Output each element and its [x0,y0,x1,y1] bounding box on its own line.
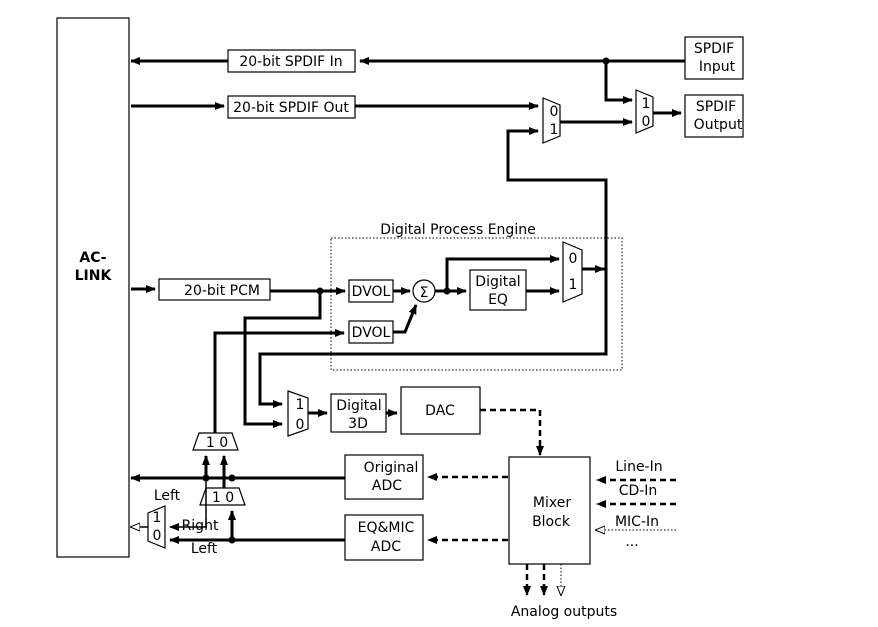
line-in-label: Line-In [615,459,662,475]
digital-process-engine-region [330,237,623,371]
original-adc-label-2: ADC [372,478,402,494]
mic-in-label: MIC-In [615,514,659,530]
spdif-mux-label-1: 1 [550,122,559,138]
analog-outputs-label: Analog outputs [511,604,617,620]
engine-output-mux [562,241,583,303]
digital-3d-label-1: Digital [336,398,381,414]
more-inputs-label: ... [625,534,638,550]
digital-3d-box [330,393,387,433]
cd-in-label: CD-In [619,483,658,499]
ac-link-label-2: LINK [75,268,113,284]
dvol-2-label: DVOL [352,325,391,341]
spdif-input-label-1: SPDIF [694,41,734,57]
spdif-output-label-2: Output [694,117,743,133]
lower-lr-mux [199,487,246,506]
eqmic-adc-box [344,514,424,561]
dac-box [400,386,481,435]
lower-lr-mux-label: 1 0 [212,490,234,506]
engine-mux-label-0: 0 [569,251,578,267]
dac-to-mixer-wire [480,408,544,456]
pcm-to-dac-mux-wire [243,291,322,428]
original-adc-box [344,454,424,500]
engine-to-spdif-mux-wire [506,127,608,271]
output-mux-label-1: 1 [642,96,651,112]
right-label: Right [182,518,219,534]
mixer-label-1: Mixer [533,495,571,511]
spdif-input-label-2: Input [699,59,736,75]
spdif-in-box [227,49,356,73]
spdif-mux-label-0: 0 [550,104,559,120]
spdif-input-box [684,36,744,80]
dvol-1-label: DVOL [352,284,391,300]
engine-title: Digital Process Engine [380,222,535,238]
left-label-bottom: Left [191,541,218,557]
output-mux-label-0: 0 [642,114,651,130]
left-label-top: Left [154,488,181,504]
lr-mux-label-0: 0 [153,528,162,544]
spdif-output-mux [635,89,654,134]
digital-eq-box [469,269,527,311]
spdif-output-label-1: SPDIF [696,99,736,115]
engine-mux-label-1: 1 [569,277,578,293]
spdif-bypass-wire [604,61,633,104]
mixer-label-2: Block [532,514,571,530]
dac-select-mux [287,390,309,437]
engine-to-dac-mux-wire [258,269,608,408]
eqmic-adc-label-1: EQ&MIC [358,520,415,536]
original-adc-label-1: Original [364,460,419,476]
eq-bypass-wire [445,255,560,291]
eqmic-adc-label-2: ADC [371,539,401,555]
spdif-in-label: 20-bit SPDIF In [239,54,342,70]
spdif-output-box [684,94,744,138]
digital-3d-label-2: 3D [348,416,368,432]
upper-lr-mux [192,432,239,451]
dvol2-to-sum-wire [393,304,418,334]
spdif-select-mux [542,97,561,144]
dac-mux-label-0: 0 [296,417,305,433]
digital-eq-label-2: EQ [488,292,508,308]
ac-link-label-1: AC- [79,250,106,266]
upper-mux-to-dvol2-wire [213,329,345,433]
ac-link-block [56,17,130,558]
right-to-lr-mux-wire [169,505,207,531]
spdif-out-label: 20-bit SPDIF Out [233,100,349,116]
mixer-block-box [508,456,591,565]
orig-adc-junction-right [228,474,236,482]
upper-lr-mux-label: 1 0 [206,435,228,451]
dac-label: DAC [425,403,455,419]
dac-mux-label-1: 1 [296,397,305,413]
lr-mux-label-1: 1 [153,510,162,526]
pcm-label: 20-bit PCM [184,283,260,299]
digital-eq-label-1: Digital [475,274,520,290]
lr-select-mux [147,505,166,549]
sum-symbol: Σ [420,285,429,301]
